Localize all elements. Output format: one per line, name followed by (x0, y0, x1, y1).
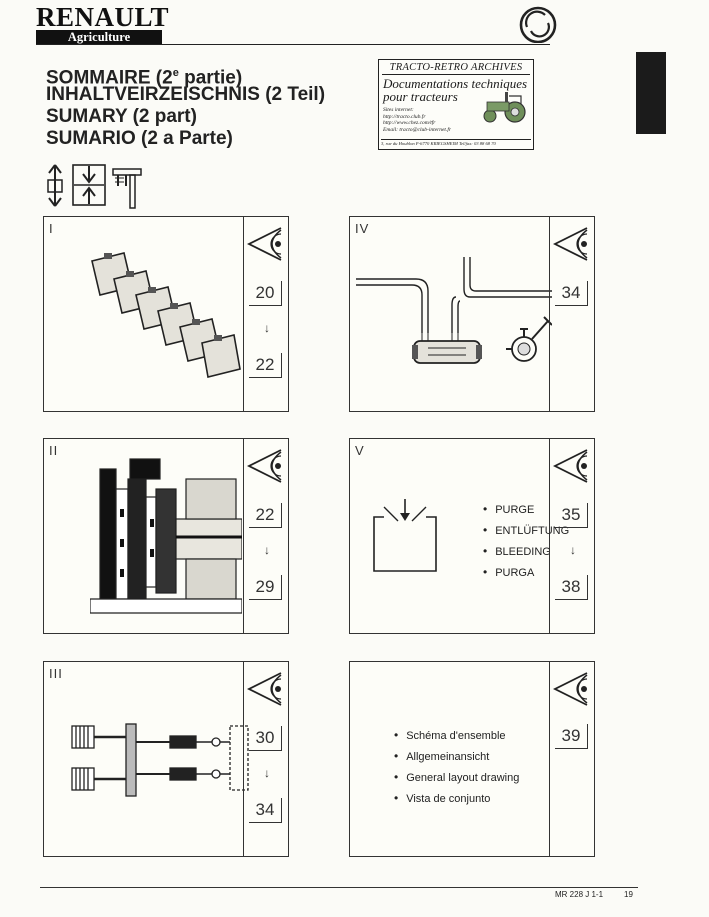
page-ref-column: 20 ↓ 22 (243, 217, 288, 411)
panel-label: V (355, 443, 365, 458)
page-ref-column: 30 ↓ 34 (243, 662, 288, 856)
brake-pedal-linkage-illustration (71, 723, 249, 797)
section-tab-marker (636, 52, 666, 134)
bleeding-term-list: PURGE ENTLÜFTUNG BLEEDING PURGA (483, 499, 569, 583)
page-number: 22 (249, 503, 282, 528)
title-fr: SOMMAIRE (2e partie) (46, 67, 243, 89)
stamp-heading: TRACTO-RETRO ARCHIVES (382, 62, 530, 75)
page-ref-column: 22 ↓ 29 (243, 439, 288, 633)
page-number: 35 (555, 503, 588, 528)
page-number: 39 (555, 724, 588, 749)
list-item: PURGE (483, 499, 569, 520)
archive-stamp: TRACTO-RETRO ARCHIVES Documentations tec… (378, 59, 534, 150)
title-de: INHALTVEIRZEISCHNIS (2 Teil) (46, 84, 326, 105)
brand-sub: Agriculture (36, 30, 162, 45)
eye-inspection-icon (552, 449, 588, 483)
list-item: Schéma d'ensemble (394, 725, 519, 746)
page-ref-column: 39 (549, 662, 594, 856)
vernier-caliper-icon (112, 168, 142, 209)
circle-emblem-icon (519, 6, 557, 43)
list-item: BLEEDING (483, 541, 569, 562)
page-number: 34 (249, 798, 282, 823)
renault-agriculture-logo: RENAULT Agriculture (36, 2, 170, 45)
stamp-address: 3, rue du Houblon F-6770 KRIEGSHEIM Tel/… (381, 139, 531, 147)
general-layout-list: Schéma d'ensemble Allgemeinansicht Gener… (394, 725, 519, 809)
panel-v-bleeding: V PURGE ENTLÜFTUNG BLEEDING PURGA 35 ↓ 3… (349, 438, 595, 634)
panel-label: II (49, 443, 59, 458)
panel-label: III (49, 666, 63, 681)
bleed-container-icon (373, 499, 437, 572)
eye-inspection-icon (552, 227, 588, 261)
panel-ii-brake-assembly: II 22 ↓ 29 (43, 438, 289, 634)
panel-label: IV (355, 221, 370, 236)
page-ref-column: 35 ↓ 38 (549, 439, 594, 633)
page-number: 30 (249, 726, 282, 751)
header-rule (36, 44, 550, 45)
adjust-arrows-icon (47, 164, 63, 207)
list-item: Allgemeinansicht (394, 746, 519, 767)
brake-pads-illustration (91, 252, 241, 378)
eye-inspection-icon (246, 227, 282, 261)
list-item: PURGA (483, 562, 569, 583)
panel-iii-brake-pedals: III 30 ↓ 34 (43, 661, 289, 857)
footer-rule (40, 887, 638, 888)
clearance-gauge-icon (72, 164, 106, 206)
down-arrow-icon: ↓ (264, 543, 270, 557)
manual-reference: MR 228 J 1-1 (555, 890, 604, 899)
down-arrow-icon: ↓ (264, 321, 270, 335)
panel-iv-brake-lines: IV 34 (349, 216, 595, 412)
down-arrow-icon: ↓ (264, 766, 270, 780)
panel-label: I (49, 221, 54, 236)
eye-inspection-icon (552, 672, 588, 706)
title-en: SUMARY (2 part) (46, 106, 197, 127)
page-ref-column: 34 (549, 217, 594, 411)
list-item: General layout drawing (394, 767, 519, 788)
page-number-footer: 19 (624, 890, 633, 899)
eye-inspection-icon (246, 672, 282, 706)
stamp-description: Documentations techniques pour tracteurs (383, 76, 528, 104)
page-number: 20 (249, 281, 282, 306)
tractor-icon (483, 92, 526, 123)
stamp-contacts: Sites internet: http://tracto.club.fr ht… (383, 107, 451, 133)
title-es: SUMARIO (2 a Parte) (46, 128, 233, 149)
down-arrow-icon: ↓ (570, 543, 576, 557)
panel-general-layout: Schéma d'ensemble Allgemeinansicht Gener… (349, 661, 595, 857)
page-number: 38 (555, 575, 588, 600)
brand-name: RENAULT (36, 2, 170, 32)
panel-i-brake-pads: I 20 ↓ 22 (43, 216, 289, 412)
page-number: 34 (555, 281, 588, 306)
brake-lines-illustration (356, 257, 552, 364)
list-item: ENTLÜFTUNG (483, 520, 569, 541)
brake-assembly-cross-section (90, 458, 242, 614)
page-number: 22 (249, 353, 282, 378)
page-number: 29 (249, 575, 282, 600)
list-item: Vista de conjunto (394, 788, 519, 809)
eye-inspection-icon (246, 449, 282, 483)
